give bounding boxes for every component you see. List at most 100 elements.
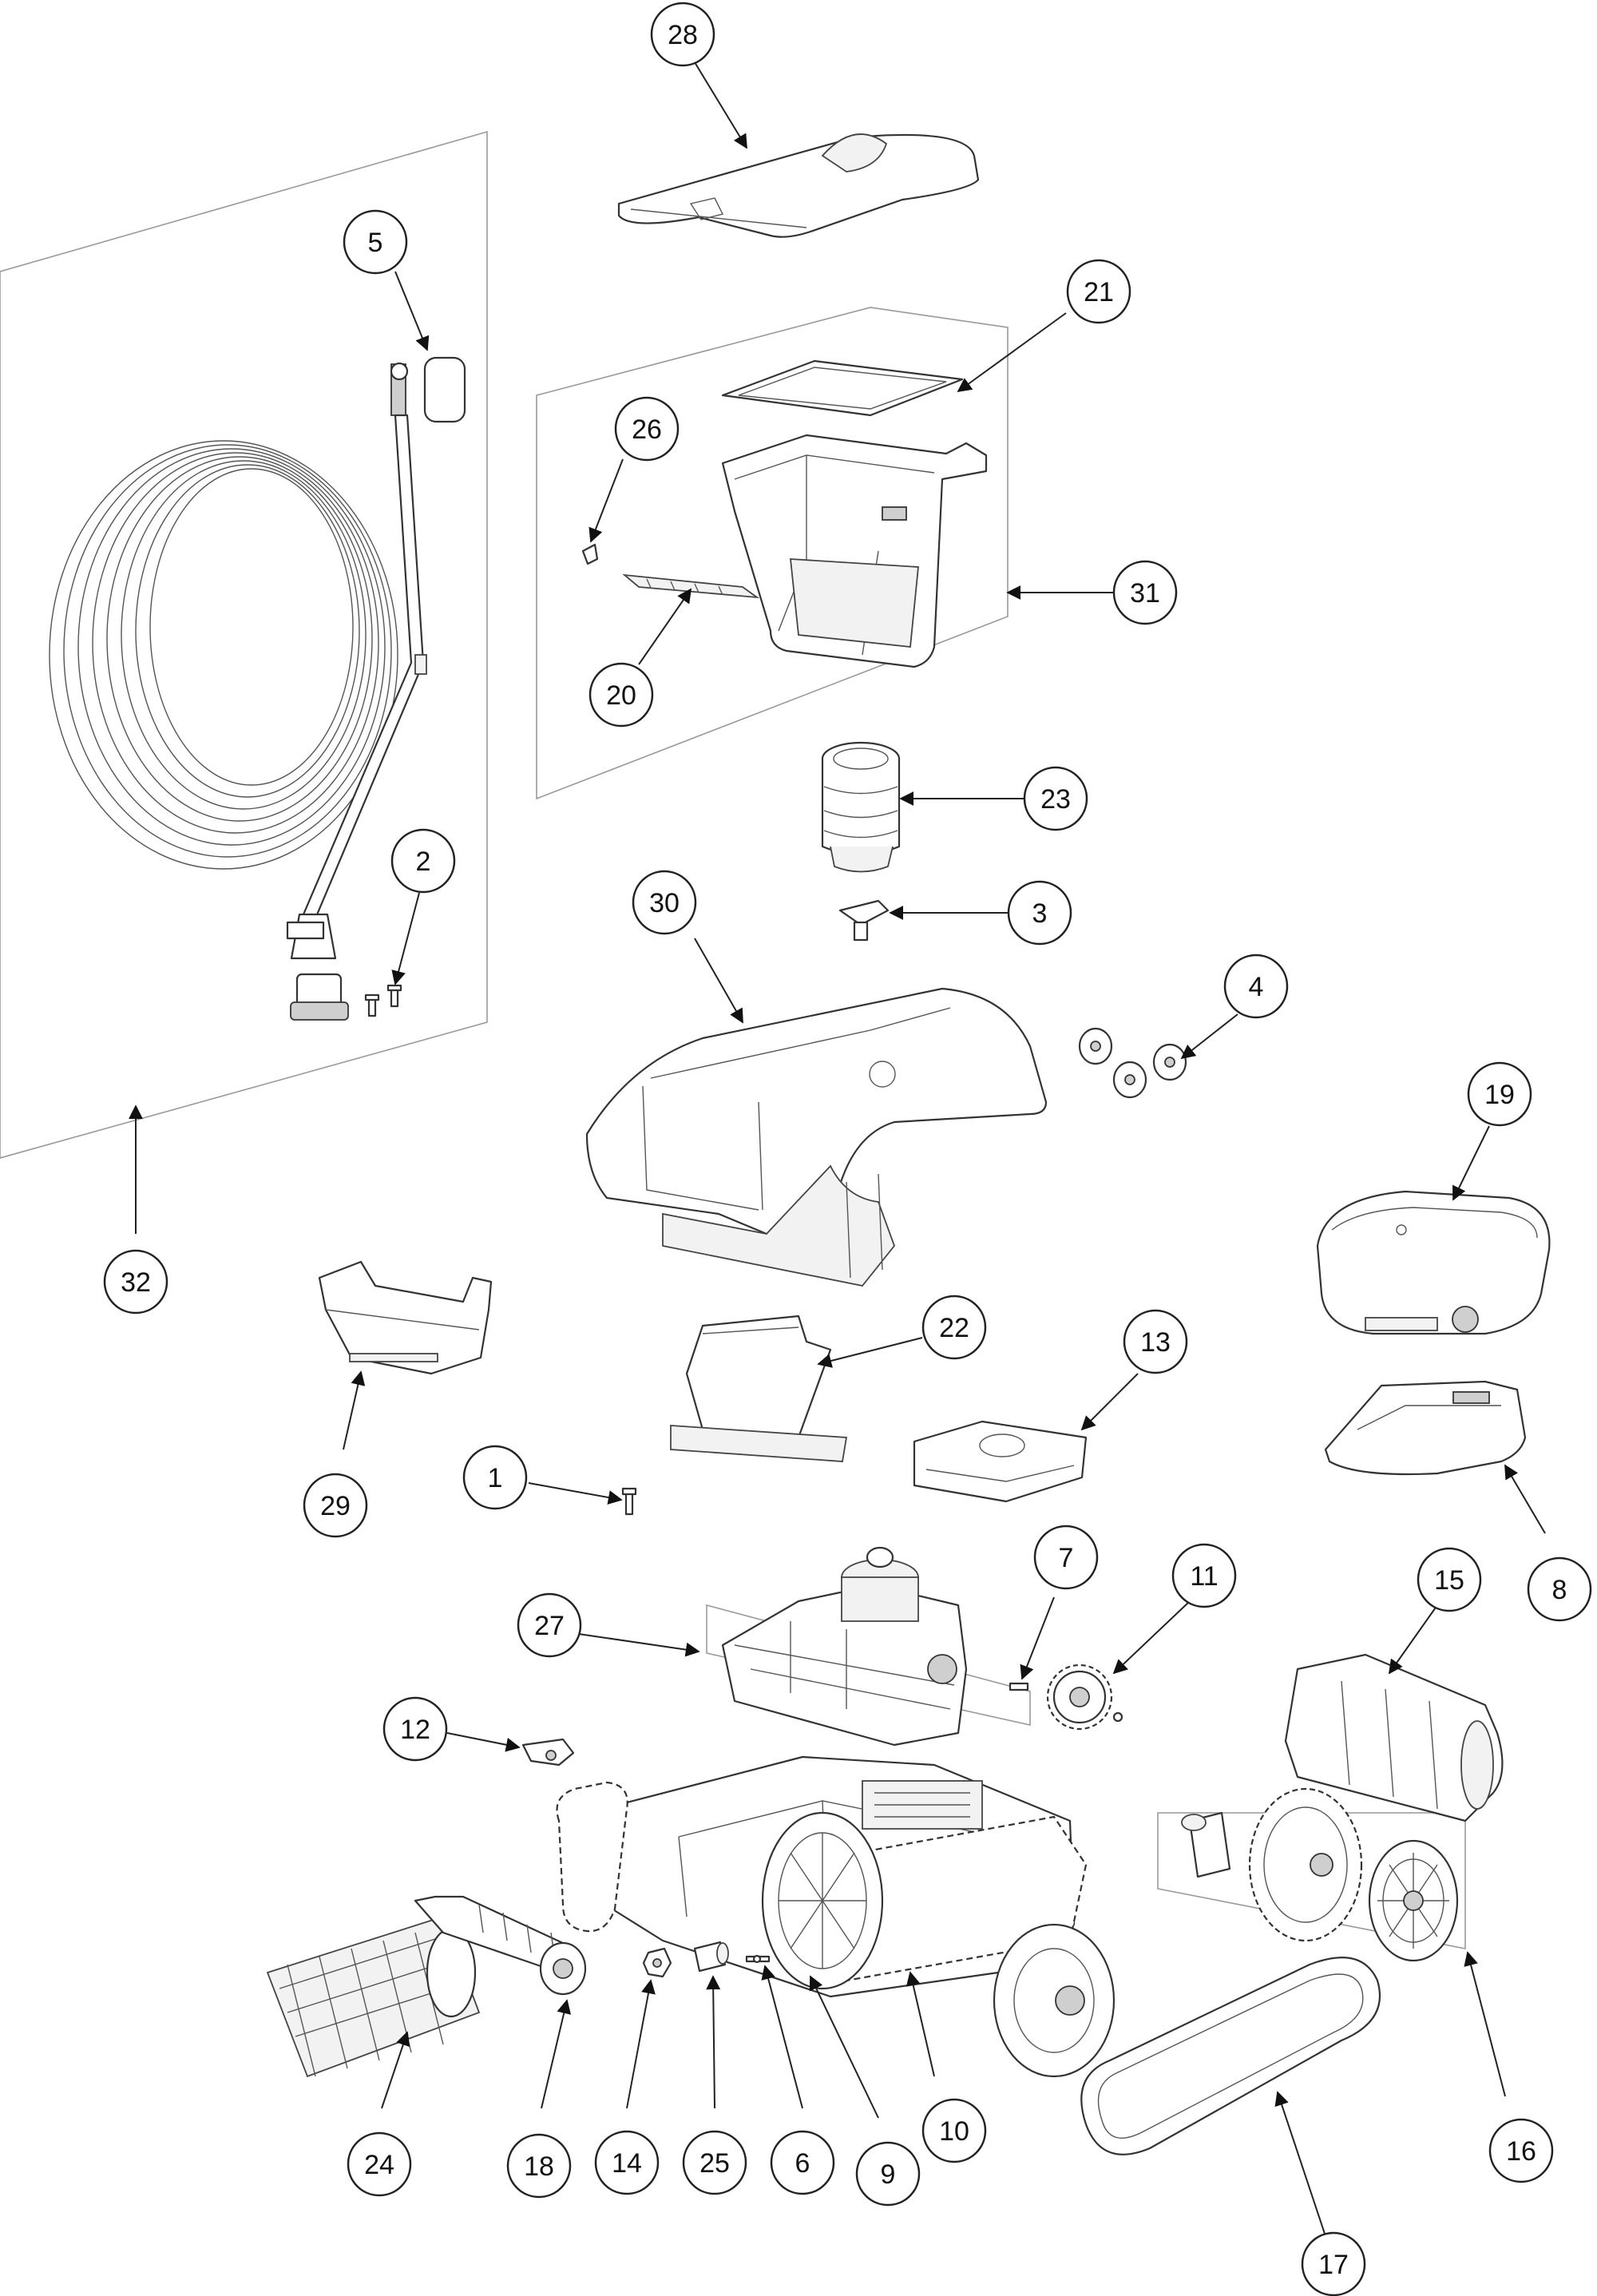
callout-label: 16 bbox=[1506, 2136, 1536, 2167]
filter-lid-part bbox=[721, 359, 964, 417]
leader-9 bbox=[809, 1975, 879, 2119]
callout-2: 2 bbox=[390, 828, 456, 894]
leader-lines bbox=[129, 61, 1546, 2237]
callout-21: 21 bbox=[1066, 259, 1131, 324]
callout-5: 5 bbox=[343, 209, 408, 275]
callout-label: 1 bbox=[488, 1463, 503, 1493]
filter-screen-part bbox=[622, 573, 760, 599]
cable-screws-part bbox=[364, 984, 402, 1017]
callout-32: 32 bbox=[103, 1249, 168, 1315]
callout-label: 15 bbox=[1434, 1565, 1464, 1596]
callout-label: 27 bbox=[534, 1611, 565, 1641]
callout-label: 10 bbox=[939, 2116, 969, 2147]
callout-label: 17 bbox=[1318, 2250, 1349, 2280]
callout-9: 9 bbox=[855, 2141, 921, 2207]
callout-11: 11 bbox=[1171, 1543, 1237, 1608]
callout-27: 27 bbox=[517, 1592, 582, 1658]
leader-6 bbox=[761, 1965, 803, 2109]
drive-gear-part bbox=[1046, 1664, 1123, 1731]
callout-label: 14 bbox=[612, 2148, 642, 2179]
callout-label: 3 bbox=[1032, 898, 1048, 929]
callout-label: 30 bbox=[649, 888, 680, 918]
scrubbing-brush-part bbox=[266, 1915, 481, 2078]
callout-31: 31 bbox=[1112, 560, 1178, 625]
leader-27 bbox=[573, 1632, 700, 1657]
callout-12: 12 bbox=[382, 1696, 448, 1762]
callout-label: 24 bbox=[364, 2150, 394, 2180]
rear-flap-part bbox=[318, 1260, 493, 1375]
leader-30 bbox=[694, 938, 743, 1024]
callout-18: 18 bbox=[506, 2133, 572, 2199]
callout-label: 26 bbox=[632, 414, 662, 445]
callout-label: 25 bbox=[699, 2148, 730, 2179]
callout-label: 9 bbox=[881, 2159, 896, 2190]
wheel-drive-assembly-part bbox=[1181, 1787, 1459, 1962]
callout-label: 20 bbox=[606, 680, 636, 711]
callouts: 28 5 21 26 31 20 23 2 30 3 4 19 32 22 13… bbox=[103, 2, 1592, 2296]
callout-label: 23 bbox=[1040, 784, 1071, 815]
leader-12 bbox=[446, 1732, 521, 1752]
leader-28 bbox=[694, 61, 747, 149]
top-cover-part bbox=[617, 133, 980, 238]
leader-19 bbox=[1452, 1125, 1490, 1201]
callout-30: 30 bbox=[632, 870, 697, 935]
leader-14 bbox=[626, 1979, 656, 2109]
callout-24: 24 bbox=[347, 2131, 412, 2197]
leader-18 bbox=[541, 1999, 572, 2109]
chassis-track-assembly-part bbox=[556, 1755, 1116, 2078]
callout-28: 28 bbox=[650, 2, 715, 67]
brush-core-part bbox=[414, 1895, 587, 1996]
impeller-housing-part bbox=[821, 741, 901, 873]
leader-10 bbox=[905, 1971, 935, 2077]
callout-label: 7 bbox=[1059, 1543, 1074, 1573]
callout-15: 15 bbox=[1417, 1547, 1482, 1612]
filter-assembly-panel bbox=[536, 307, 1009, 800]
callout-6: 6 bbox=[770, 2130, 835, 2195]
callout-label: 11 bbox=[1190, 1561, 1218, 1592]
leader-11 bbox=[1112, 1600, 1191, 1675]
callout-label: 12 bbox=[400, 1715, 430, 1745]
leader-4 bbox=[1180, 1013, 1238, 1060]
callout-14: 14 bbox=[594, 2130, 660, 2195]
power-supply-part bbox=[1316, 1190, 1551, 1335]
intake-nozzle-part bbox=[670, 1315, 848, 1462]
power-supply-base-part bbox=[1324, 1380, 1527, 1476]
leader-24 bbox=[381, 2031, 410, 2109]
callout-10: 10 bbox=[921, 2098, 987, 2163]
leader-13 bbox=[1080, 1373, 1139, 1431]
track-belt-part bbox=[1080, 1956, 1381, 2155]
cable-assembly-panel bbox=[0, 130, 488, 1159]
screw-part bbox=[621, 1487, 637, 1516]
callout-label: 5 bbox=[368, 228, 383, 258]
callout-label: 8 bbox=[1552, 1575, 1567, 1605]
leader-15 bbox=[1388, 1604, 1438, 1675]
callout-7: 7 bbox=[1033, 1525, 1099, 1590]
side-bumper-part bbox=[1284, 1653, 1504, 1822]
callout-20: 20 bbox=[588, 662, 654, 728]
callout-label: 21 bbox=[1084, 277, 1114, 307]
callout-label: 22 bbox=[939, 1313, 969, 1343]
impeller-part bbox=[838, 899, 890, 942]
callout-4: 4 bbox=[1223, 954, 1289, 1019]
axle-pin-part bbox=[745, 1954, 771, 1964]
callout-label: 31 bbox=[1130, 578, 1160, 609]
leader-20 bbox=[638, 588, 692, 665]
leader-1 bbox=[528, 1482, 623, 1505]
callout-8: 8 bbox=[1527, 1556, 1592, 1622]
wheel-caps-part bbox=[1078, 1027, 1187, 1099]
leader-7 bbox=[1020, 1596, 1055, 1680]
leader-8 bbox=[1504, 1464, 1546, 1534]
nut-part bbox=[642, 1947, 672, 1978]
leader-26 bbox=[588, 458, 624, 543]
callout-1: 1 bbox=[462, 1445, 528, 1510]
callout-label: 28 bbox=[668, 20, 698, 50]
leader-22 bbox=[817, 1337, 923, 1368]
motor-unit-part bbox=[721, 1546, 968, 1747]
callout-25: 25 bbox=[682, 2130, 747, 2195]
callout-label: 4 bbox=[1249, 972, 1264, 1002]
wheel-assembly-panel bbox=[1157, 1812, 1466, 1949]
pin-part bbox=[1009, 1682, 1029, 1691]
swivel-connector-part bbox=[390, 356, 466, 423]
callout-17: 17 bbox=[1301, 2231, 1366, 2296]
